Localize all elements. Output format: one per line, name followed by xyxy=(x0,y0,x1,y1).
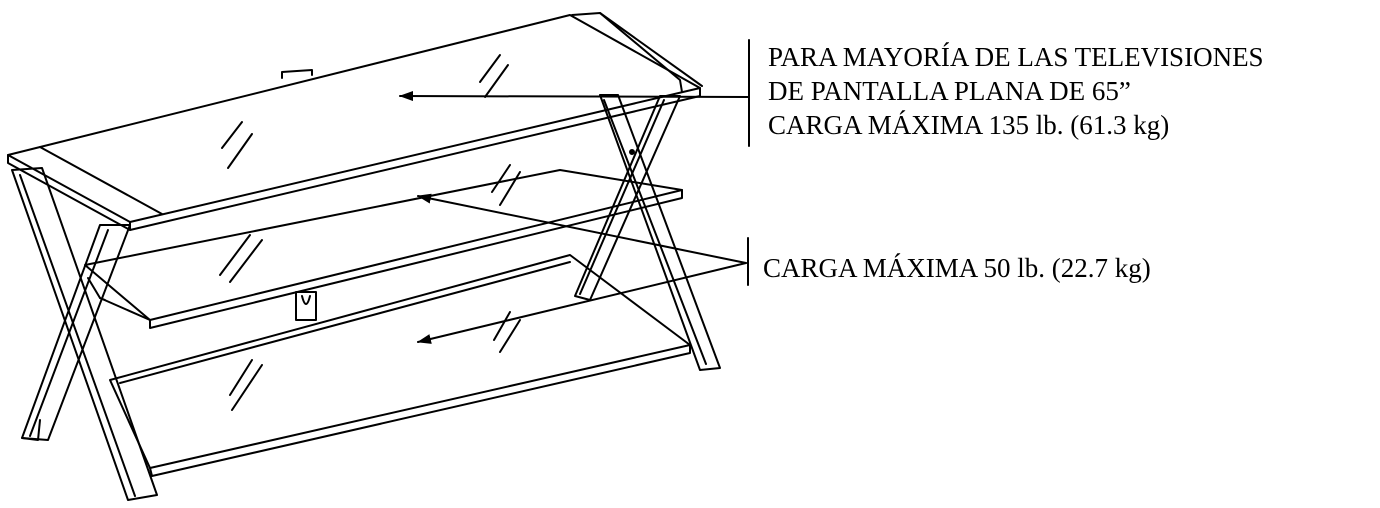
arrow-top-shelf xyxy=(399,91,749,102)
left-x-frame xyxy=(11,167,158,501)
callout-top-line-2: DE PANTALLA PLANA DE 65” xyxy=(768,76,1131,106)
arrow-bottom-shelf xyxy=(417,262,747,344)
bottom-shelf xyxy=(109,254,691,477)
arrow-middle-shelf xyxy=(417,193,747,264)
top-shelf xyxy=(7,12,703,231)
middle-shelf xyxy=(84,164,683,329)
callout-top-shelf-label: PARA MAYORÍA DE LAS TELEVISIONES DE PANT… xyxy=(768,40,1264,142)
callout-leaders xyxy=(399,39,750,344)
callout-lower-line: CARGA MÁXIMA 50 lb. (22.7 kg) xyxy=(763,253,1151,283)
callout-top-line-3: CARGA MÁXIMA 135 lb. (61.3 kg) xyxy=(768,110,1170,140)
callout-lower-shelves-label: CARGA MÁXIMA 50 lb. (22.7 kg) xyxy=(763,251,1151,285)
callout-top-line-1: PARA MAYORÍA DE LAS TELEVISIONES xyxy=(768,42,1264,72)
